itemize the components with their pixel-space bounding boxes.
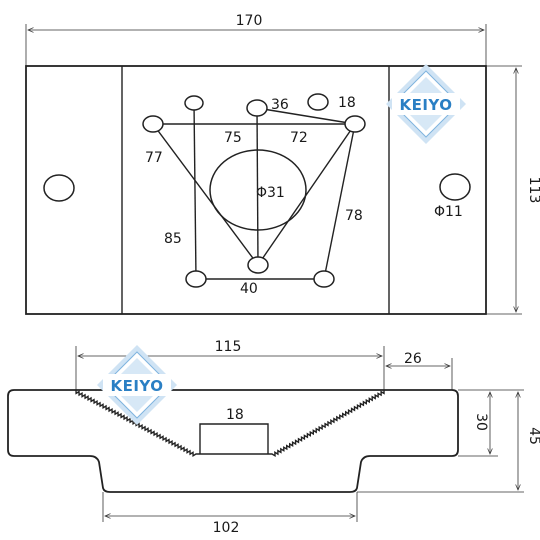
distance-label-77: 77 xyxy=(145,150,163,166)
section-outline xyxy=(7,389,459,493)
slot-width-label: 18 xyxy=(226,407,244,423)
slot-outline xyxy=(199,423,269,454)
distance-label-18: 18 xyxy=(338,95,356,111)
mount-hole-bottom-left xyxy=(185,270,207,288)
distance-label-72: 72 xyxy=(290,130,308,146)
right-side-hole xyxy=(439,173,471,201)
plate-outline xyxy=(25,65,487,315)
height-dimension-label: 113 xyxy=(526,177,540,204)
section-view: 115 26 18 102 30 45 KEIYO xyxy=(7,339,540,536)
distance-label-85: 85 xyxy=(164,231,182,247)
hole-pattern-lines xyxy=(152,102,356,280)
top-width-label: 115 xyxy=(215,339,242,355)
distance-label-75: 75 xyxy=(224,130,242,146)
inner-height-label: 30 xyxy=(473,413,489,431)
side-hole-label: Φ11 xyxy=(434,204,463,220)
left-side-hole xyxy=(43,174,75,202)
width-dimension-label: 170 xyxy=(236,13,263,29)
step-width-label: 26 xyxy=(404,351,422,367)
serrated-groove xyxy=(75,389,385,458)
mount-hole-top-left xyxy=(184,95,204,111)
mount-hole-bottom-right xyxy=(313,270,335,288)
mount-hole-bottom-center xyxy=(247,256,269,274)
mount-hole-left xyxy=(142,115,164,133)
center-hole-label: Φ31 xyxy=(256,185,285,201)
bottom-width-label: 102 xyxy=(213,520,240,536)
mount-hole-right xyxy=(344,115,366,133)
distance-label-40: 40 xyxy=(240,281,258,297)
svg-text:KEIYO: KEIYO xyxy=(399,96,452,114)
svg-text:KEIYO: KEIYO xyxy=(110,377,163,395)
mount-hole-top-center xyxy=(246,99,268,117)
top-view: 170 113 Φ11 Φ31 xyxy=(25,13,540,315)
mount-hole-top-right xyxy=(307,93,329,111)
keiyo-logo-top: KEIYO xyxy=(385,63,467,145)
distance-label-78: 78 xyxy=(345,208,363,224)
total-height-label: 45 xyxy=(526,427,540,445)
keiyo-logo-section: KEIYO xyxy=(96,344,178,426)
distance-label-36: 36 xyxy=(271,97,289,113)
